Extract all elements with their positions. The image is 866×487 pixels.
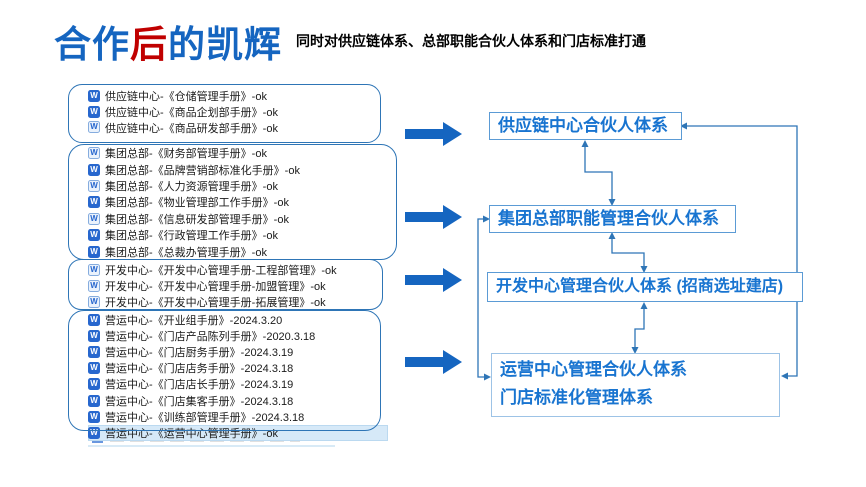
list-item[interactable]: W 供应链中心-《仓储管理手册》-ok [88, 88, 388, 104]
list-item[interactable]: W 开发中心-《开发中心管理手册-加盟管理》-ok [88, 278, 388, 294]
list-item[interactable]: W 营运中心-《门店店长手册》-2024.3.19 [88, 376, 388, 392]
word-doc-icon: W [88, 426, 100, 439]
file-name: 营运中心-《训练部管理手册》-2024.3.18 [105, 411, 305, 424]
list-item[interactable]: W 集团总部-《物业管理部工作手册》-ok [88, 194, 388, 210]
file-name: 供应链中心-《商品研发部手册》-ok [105, 122, 278, 135]
file-list-supply-chain: W 供应链中心-《仓储管理手册》-ok W 供应链中心-《商品企划部手册》-ok… [88, 88, 388, 135]
word-doc-icon: W [88, 314, 100, 327]
title-part-3: 的凯辉 [168, 24, 282, 65]
subtitle-text: 同时对供应链体系、总部职能合伙人体系和门店标准打通 [296, 33, 646, 49]
file-name: 开发中心-《开发中心管理手册-工程部管理》-ok [105, 265, 337, 278]
file-name: 供应链中心-《商品企划部手册》-ok [105, 106, 278, 119]
title-part-1: 合作 [54, 24, 130, 65]
word-doc-icon: W [88, 121, 100, 134]
list-item[interactable]: W 集团总部-《信息研发部管理手册》-ok [88, 211, 388, 227]
word-doc-icon: W [88, 346, 100, 359]
file-name: 集团总部-《财务部管理手册》-ok [105, 148, 267, 161]
flow-arrow-4 [405, 350, 463, 374]
flow-box-label: 供应链中心合伙人体系 [498, 116, 668, 135]
file-name: 营运中心-《门店店务手册》-2024.3.18 [105, 363, 294, 376]
flow-box-operations-and-store-system: 运营中心管理合伙人体系 门店标准化管理体系 [491, 353, 780, 417]
word-doc-icon: W [88, 245, 100, 258]
flow-arrow-2 [405, 205, 463, 229]
file-name: 营运中心-《门店店长手册》-2024.3.19 [105, 379, 294, 392]
word-doc-icon: W [88, 330, 100, 343]
word-doc-icon: W [88, 196, 100, 209]
file-name: 营运中心-《开业组手册》-2024.3.20 [105, 315, 283, 328]
flow-arrow-3 [405, 268, 463, 292]
list-item[interactable]: W 营运中心-《门店厨务手册》-2024.3.19 [88, 344, 388, 360]
flow-box-label: 开发中心管理合伙人体系 (招商选址建店) [496, 278, 784, 295]
page-title: 合作后的凯辉 [54, 14, 282, 68]
word-doc-icon: W [88, 280, 100, 293]
word-doc-icon: W [88, 229, 100, 242]
word-doc-icon: W [88, 394, 100, 407]
list-item[interactable]: W 供应链中心-《商品研发部手册》-ok [88, 120, 388, 136]
title-part-2: 后 [130, 24, 168, 65]
list-item[interactable]: W 集团总部-《人力资源管理手册》-ok [88, 178, 388, 194]
word-doc-icon: W [88, 89, 100, 102]
word-doc-icon: W [88, 410, 100, 423]
file-name: 集团总部-《行政管理工作手册》-ok [105, 230, 278, 243]
list-item[interactable]: W 集团总部-《总裁办管理手册》-ok [88, 243, 388, 259]
file-list-operations: W 营运中心-《开业组手册》-2024.3.20 W 营运中心-《门店产品陈列手… [88, 312, 388, 441]
word-doc-icon: W [88, 264, 100, 277]
word-doc-icon: W [88, 378, 100, 391]
word-doc-icon: W [88, 105, 100, 118]
flow-box-label: 集团总部职能管理合伙人体系 [498, 209, 719, 228]
list-item[interactable]: W 营运中心-《训练部管理手册》-2024.3.18 [88, 409, 388, 425]
list-item[interactable]: W 供应链中心-《商品企划部手册》-ok [88, 104, 388, 120]
file-name: 集团总部-《信息研发部管理手册》-ok [105, 213, 289, 226]
file-name: 营运中心-《运营中心管理手册》-ok [105, 427, 278, 440]
word-doc-icon: W [88, 212, 100, 225]
file-name: 集团总部-《人力资源管理手册》-ok [105, 180, 278, 193]
file-name: 开发中心-《开发中心管理手册-加盟管理》-ok [105, 281, 326, 294]
list-item[interactable]: W 营运中心-《开业组手册》-2024.3.20 [88, 312, 388, 328]
file-name: 营运中心-《门店产品陈列手册》-2020.3.18 [105, 331, 316, 344]
file-list-development: W 开发中心-《开发中心管理手册-工程部管理》-ok W 开发中心-《开发中心管… [88, 262, 388, 311]
list-item[interactable]: W 集团总部-《品牌营销部标准化手册》-ok [88, 161, 388, 177]
file-name: 集团总部-《总裁办管理手册》-ok [105, 246, 267, 259]
word-doc-icon: W [88, 179, 100, 192]
list-item[interactable]: W 营运中心-《门店集客手册》-2024.3.18 [88, 392, 388, 408]
word-doc-icon: W [88, 163, 100, 176]
file-name: 营运中心-《门店厨务手册》-2024.3.19 [105, 347, 294, 360]
list-item[interactable]: W 集团总部-《财务部管理手册》-ok [88, 145, 388, 161]
list-item[interactable]: W 开发中心-《开发中心管理手册-工程部管理》-ok [88, 262, 388, 278]
file-name: 集团总部-《品牌营销部标准化手册》-ok [105, 164, 300, 177]
word-doc-icon: W [88, 362, 100, 375]
file-name: 营运中心-《门店集客手册》-2024.3.18 [105, 395, 294, 408]
flow-box-label-store-standard: 门店标准化管理体系 [500, 388, 653, 407]
list-item[interactable]: W 集团总部-《行政管理工作手册》-ok [88, 227, 388, 243]
file-name: 供应链中心-《仓储管理手册》-ok [105, 90, 267, 103]
file-name: 开发中心-《开发中心管理手册-拓展管理》-ok [105, 297, 326, 310]
flow-box-supply-chain-partner-system: 供应链中心合伙人体系 [489, 112, 682, 140]
flow-box-development-partner-system: 开发中心管理合伙人体系 (招商选址建店) [487, 272, 803, 302]
flow-arrow-1 [405, 122, 463, 146]
file-list-headquarters: W 集团总部-《财务部管理手册》-ok W 集团总部-《品牌营销部标准化手册》-… [88, 145, 388, 260]
word-doc-icon: W [88, 296, 100, 309]
list-item[interactable]: W 营运中心-《门店店务手册》-2024.3.18 [88, 360, 388, 376]
word-doc-icon: W [88, 147, 100, 160]
list-item[interactable]: W 营运中心-《门店产品陈列手册》-2020.3.18 [88, 328, 388, 344]
flow-box-headquarters-partner-system: 集团总部职能管理合伙人体系 [489, 205, 736, 233]
list-item[interactable]: W 开发中心-《开发中心管理手册-拓展管理》-ok [88, 294, 388, 310]
file-name: 集团总部-《物业管理部工作手册》-ok [105, 197, 289, 210]
list-item[interactable]: W 营运中心-《运营中心管理手册》-ok [88, 424, 388, 441]
flow-box-label-operations: 运营中心管理合伙人体系 [500, 360, 687, 379]
